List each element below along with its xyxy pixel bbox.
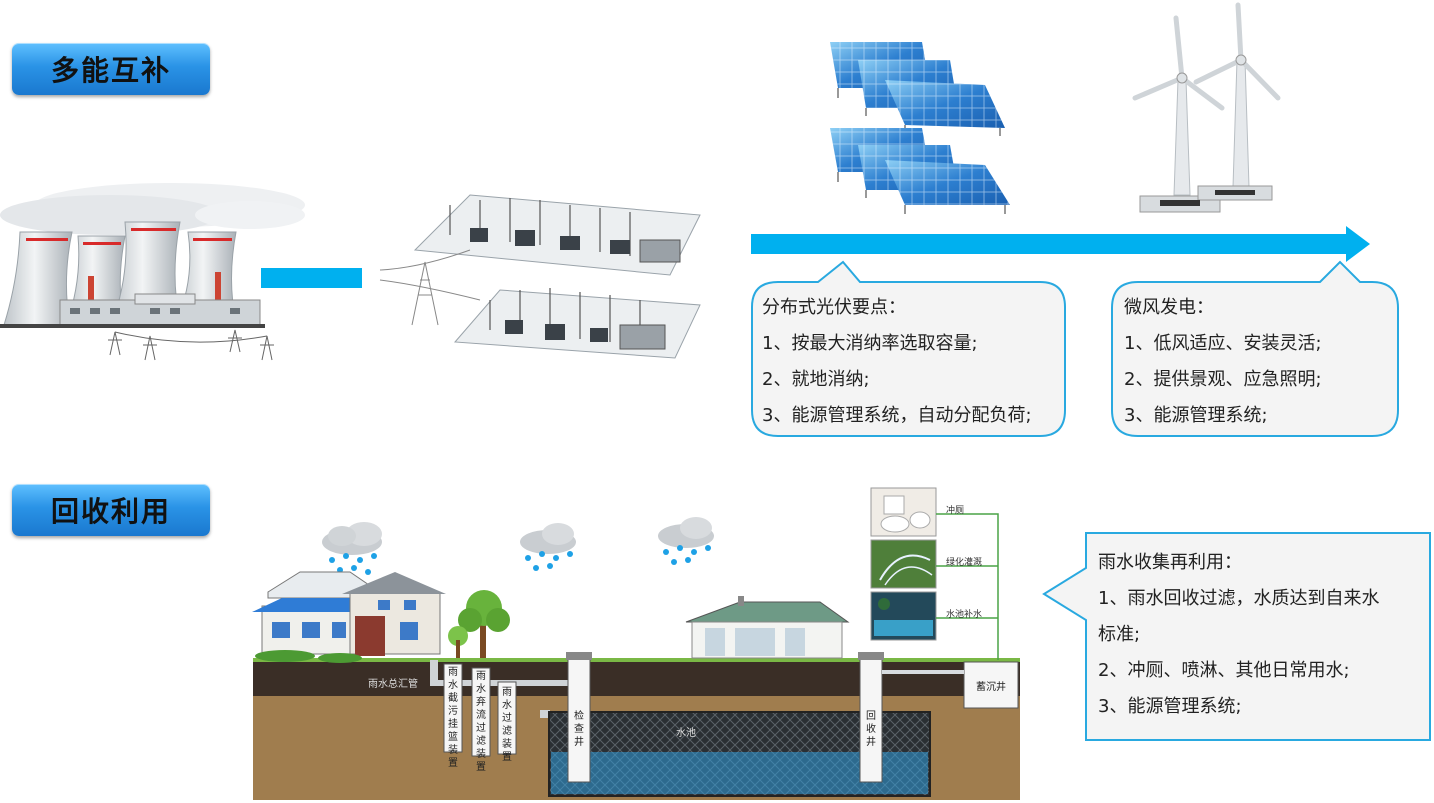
- wind-bubble-item: 3、能源管理系统;: [1124, 405, 1268, 426]
- rain-bubble-item: 3、能源管理系统;: [1098, 696, 1242, 717]
- use-toilet-label: 冲厕: [946, 506, 965, 516]
- connector-bar: [261, 268, 362, 288]
- pv-bubble-title: 分布式光伏要点：: [762, 297, 906, 318]
- section-label-text: 回收利用: [50, 495, 171, 528]
- pv-bubble-text: 分布式光伏要点： 1、按最大消纳率选取容量; 2、就地消纳; 3、能源管理系统，…: [762, 290, 1032, 434]
- section-label-multi-energy: 多能互补: [12, 43, 210, 95]
- sediment-well-label: 蓄沉井: [976, 682, 1006, 693]
- pond-icon: [870, 591, 937, 641]
- rain-bubble-item: 1、雨水回收过滤，水质达到自来水: [1098, 588, 1380, 609]
- substation-icon: [379, 194, 701, 359]
- rain-bubble-title: 雨水收集再利用：: [1098, 552, 1242, 573]
- use-pond-label: 水池补水: [946, 610, 983, 620]
- building-icon: [685, 596, 850, 659]
- irrigation-icon: [870, 539, 937, 589]
- toilet-icon: [870, 487, 937, 537]
- solar-panel-icon: [830, 42, 1010, 214]
- device1-label: 雨水截污挂篮装置: [448, 667, 458, 769]
- rain-bubble: [1042, 532, 1431, 741]
- pool-label: 水池: [676, 728, 696, 739]
- section-label-text: 多能互补: [50, 54, 171, 87]
- rain-cloud-icon: [322, 517, 714, 575]
- house-icon: [252, 571, 446, 663]
- rain-bubble-item: 标准;: [1098, 624, 1141, 645]
- tree-icon: [448, 590, 510, 658]
- pv-bubble: [751, 260, 1066, 437]
- wind-bubble: [1111, 260, 1399, 437]
- wind-bubble-item: 2、提供景观、应急照明;: [1124, 369, 1322, 390]
- pv-bubble-item: 2、就地消纳;: [762, 369, 870, 390]
- pv-bubble-item: 3、能源管理系统，自动分配负荷;: [762, 405, 1032, 426]
- main-pipe-label: 雨水总汇管: [368, 679, 418, 690]
- section-label-recycling: 回收利用: [12, 484, 210, 536]
- wind-bubble-title: 微风发电：: [1124, 297, 1214, 318]
- wind-turbine-icon: [1132, 2, 1281, 213]
- device2-label: 雨水弃流过滤装置: [476, 671, 486, 773]
- power-plant-icon: [0, 183, 305, 361]
- energy-illustration: [0, 2, 1399, 437]
- inspection-well-label: 检查井: [574, 711, 584, 748]
- flow-arrow: [751, 226, 1370, 262]
- rain-bubble-text: 雨水收集再利用： 1、雨水回收过滤，水质达到自来水 标准; 2、冲厕、喷淋、其他…: [1098, 545, 1379, 725]
- recovery-well-label: 回收井: [866, 711, 876, 748]
- use-irrigation-label: 绿化灌溉: [946, 558, 983, 568]
- wind-bubble-item: 1、低风适应、安装灵活;: [1124, 333, 1322, 354]
- rainwater-diagram: [252, 487, 1431, 800]
- wind-bubble-text: 微风发电： 1、低风适应、安装灵活; 2、提供景观、应急照明; 3、能源管理系统…: [1124, 290, 1322, 434]
- rain-bubble-item: 2、冲厕、喷淋、其他日常用水;: [1098, 660, 1350, 681]
- device3-label: 雨水过滤装置: [502, 687, 512, 763]
- pv-bubble-item: 1、按最大消纳率选取容量;: [762, 333, 978, 354]
